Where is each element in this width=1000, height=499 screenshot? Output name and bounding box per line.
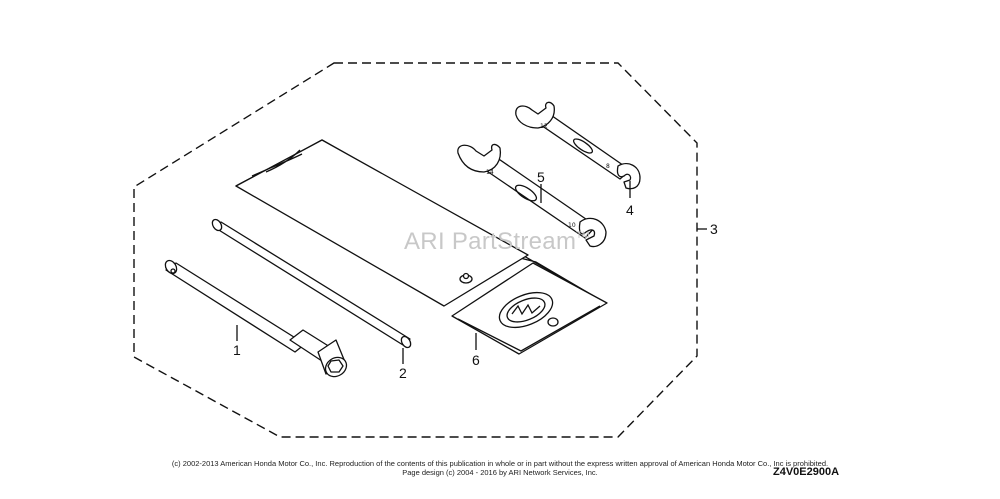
callout-5[interactable]: 5 — [537, 169, 545, 185]
copyright-notice: (c) 2002-2013 American Honda Motor Co., … — [171, 459, 829, 468]
tool-bag-part[interactable] — [235, 139, 608, 355]
callout-3[interactable]: 3 — [710, 221, 718, 237]
svg-text:14: 14 — [486, 169, 494, 176]
watermark-trademark: TM — [576, 230, 590, 240]
watermark: ARI PartStreamTM — [404, 228, 590, 256]
svg-text:8: 8 — [606, 163, 610, 170]
tool-kit-boundary — [133, 62, 698, 438]
open-wrench-large-part[interactable]: 14 10 — [457, 143, 607, 248]
svg-text:12: 12 — [540, 123, 548, 130]
box-wrench-part[interactable] — [163, 258, 350, 380]
callout-4[interactable]: 4 — [626, 202, 634, 218]
page-design-notice: Page design (c) 2004 - 2016 by ARI Netwo… — [402, 468, 598, 477]
tommy-bar-part[interactable] — [210, 218, 412, 349]
watermark-text: ARI PartStream — [404, 228, 577, 255]
callout-6[interactable]: 6 — [472, 352, 480, 368]
open-wrench-small-part[interactable]: 12 8 — [515, 101, 641, 190]
drawing-code: Z4V0E2900A — [773, 466, 840, 478]
callout-2[interactable]: 2 — [399, 365, 407, 381]
callout-1[interactable]: 1 — [233, 342, 241, 358]
svg-text:10: 10 — [568, 222, 576, 229]
